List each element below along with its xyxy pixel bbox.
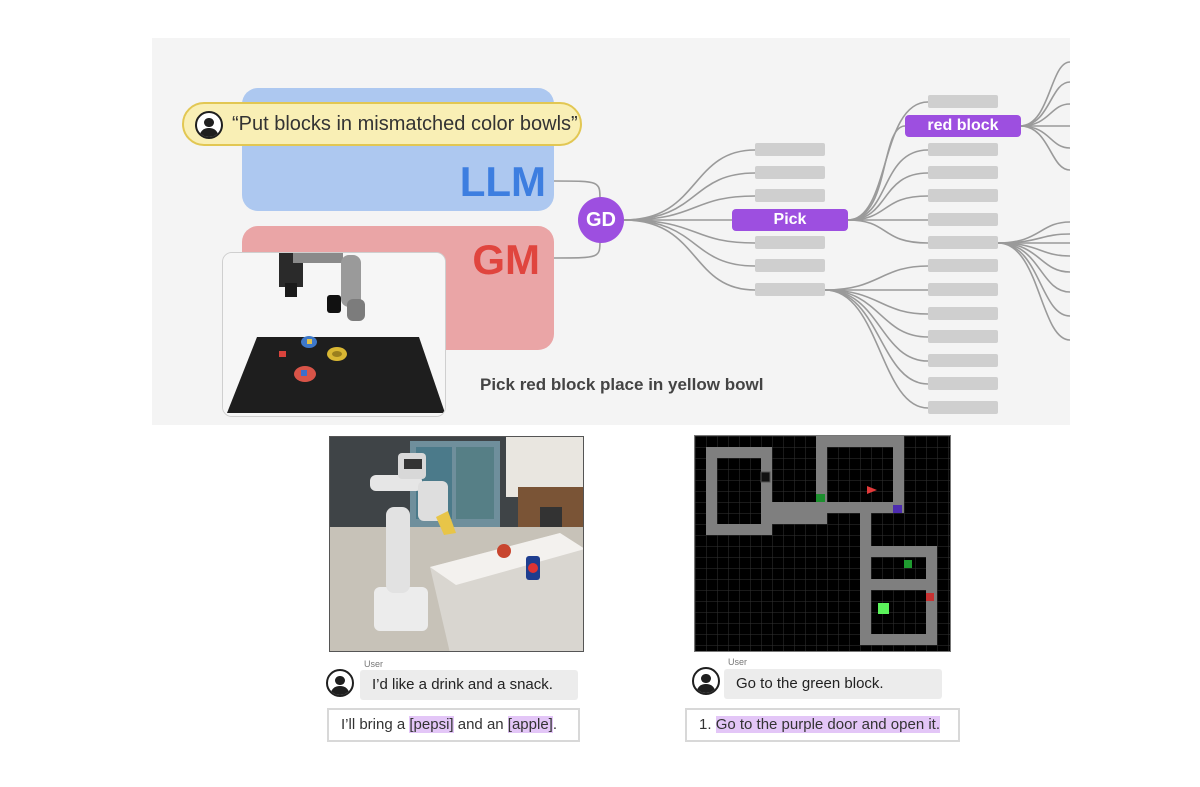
gridworld-image: [694, 435, 951, 652]
reply-text: .: [552, 716, 558, 733]
token-bars-level-1: [755, 143, 825, 296]
assistant-reply: 1. Go to the purple door and open it.: [685, 708, 960, 742]
user-tag: User: [728, 657, 748, 667]
reply-highlight: Go to the purple door and open it.: [715, 716, 941, 733]
assistant-reply: I’ll bring a [pepsi] and an [apple].: [327, 708, 580, 742]
user-icon: [326, 669, 354, 697]
token-bars-level-2: [928, 95, 998, 414]
pick-token: Pick: [732, 209, 848, 231]
reply-text: and an: [453, 716, 508, 733]
user-message: Go to the green block.: [724, 669, 942, 699]
llm-label: LLM: [459, 158, 546, 205]
user-icon: [195, 111, 223, 139]
robot-arm-scene: [223, 253, 445, 416]
gm-label: GM: [472, 236, 540, 283]
user-tag: User: [364, 659, 384, 669]
prompt-text: “Put blocks in mismatched color bowls”: [232, 113, 578, 135]
user-message: I’d like a drink and a snack.: [360, 670, 578, 700]
reply-prefix: 1.: [699, 716, 716, 733]
robot-photo-illustration: [330, 437, 583, 651]
sim-scene-image: [222, 252, 446, 417]
red-block-token: red block: [905, 115, 1021, 137]
user-icon: [692, 667, 720, 695]
action-caption: Pick red block place in yellow bowl: [480, 375, 764, 394]
reply-highlight: [pepsi]: [409, 716, 454, 733]
reply-highlight: [apple]: [507, 716, 553, 733]
prompt-bubble: “Put blocks in mismatched color bowls”: [182, 102, 582, 146]
robot-photo: [329, 436, 584, 652]
reply-text: I’ll bring a: [341, 716, 410, 733]
gd-node: GD: [578, 197, 624, 243]
gridworld-map: [695, 436, 950, 651]
